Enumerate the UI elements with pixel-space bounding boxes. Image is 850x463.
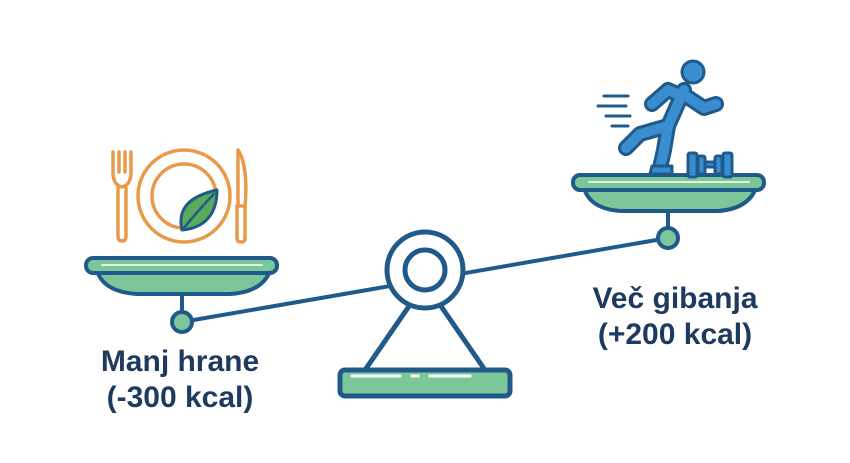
knife-icon <box>235 148 248 244</box>
right-pan <box>571 173 766 250</box>
more-movement-label: Več gibanja (+200 kcal) <box>575 281 775 353</box>
left-pivot <box>170 310 194 334</box>
left-pan <box>84 256 279 334</box>
leaf-icon <box>179 188 219 232</box>
less-food-kcal: (-300 kcal) <box>106 381 254 414</box>
more-movement-kcal: (+200 kcal) <box>597 318 753 351</box>
running-person-icon <box>596 59 724 176</box>
dumbbell-icon <box>686 151 734 179</box>
right-pivot <box>656 226 680 250</box>
scale-fulcrum-icon <box>337 229 513 399</box>
less-food-label: Manj hrane (-300 kcal) <box>80 344 280 416</box>
fork-icon <box>111 150 133 243</box>
less-food-text: Manj hrane <box>100 345 260 378</box>
more-movement-text: Več gibanja <box>592 282 758 315</box>
